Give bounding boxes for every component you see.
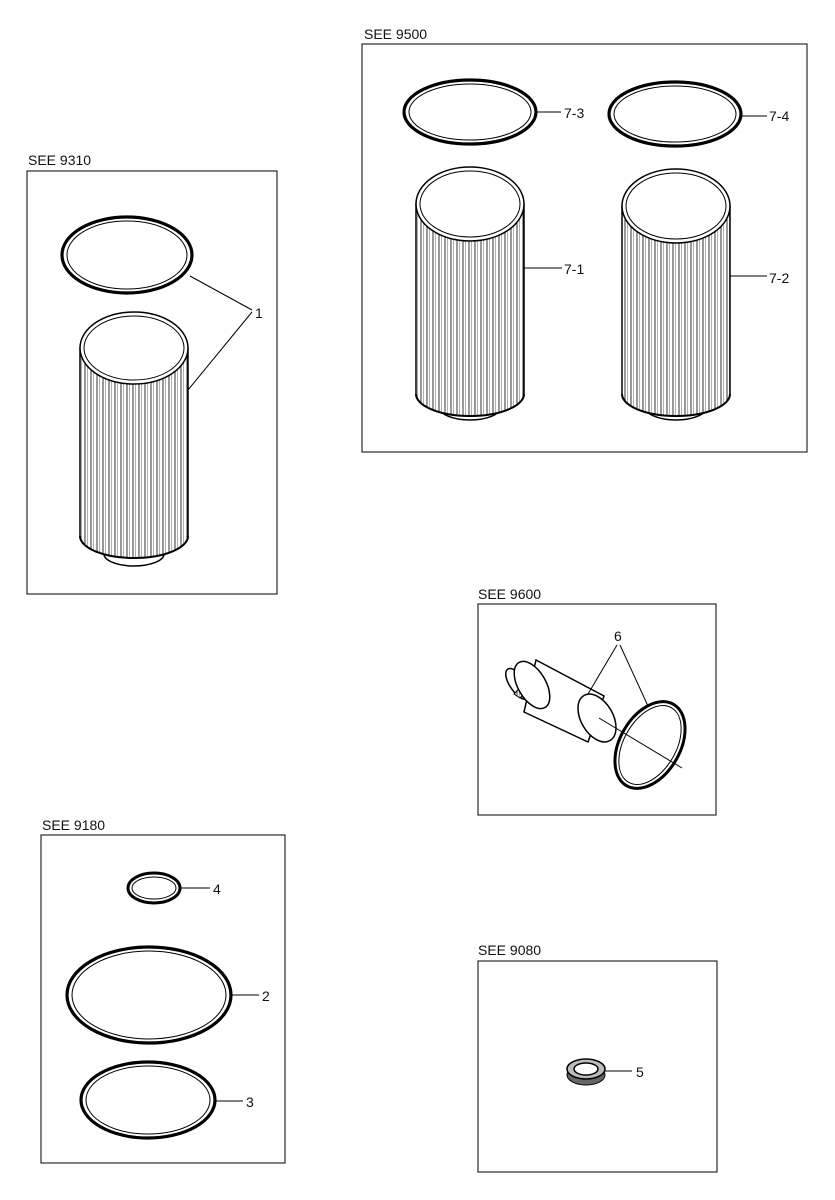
o-ring-7-3 (402, 78, 538, 146)
panel-title-9600: SEE 9600 (478, 586, 542, 602)
panel-box-9500 (361, 43, 808, 453)
callout-5: 5 (636, 1064, 644, 1080)
panel-box-9180 (40, 834, 286, 1164)
callout-2: 2 (262, 988, 270, 1004)
panel-title-9180: SEE 9180 (42, 817, 106, 833)
panel-box-9600 (477, 603, 717, 816)
filter-cartridge-7-1 (415, 166, 525, 421)
callout-7-3: 7-3 (564, 105, 585, 121)
o-ring-6 (613, 700, 687, 790)
filter-cartridge-1 (79, 311, 189, 567)
o-ring-1 (60, 215, 194, 295)
callout-3: 3 (246, 1094, 254, 1110)
callout-7-1: 7-1 (564, 261, 585, 277)
o-ring-3 (79, 1060, 217, 1140)
panel-box-9080 (477, 960, 718, 1173)
callout-7-2: 7-2 (769, 270, 790, 286)
o-ring-2 (65, 945, 233, 1045)
panel-title-9080: SEE 9080 (478, 942, 542, 958)
seal-ring-5 (566, 1058, 606, 1086)
callout-7-4: 7-4 (769, 108, 790, 124)
panel-title-9500: SEE 9500 (364, 26, 428, 42)
callout-6: 6 (614, 628, 622, 644)
o-ring-7-4 (607, 80, 743, 148)
o-ring-4 (126, 871, 182, 905)
callout-4: 4 (213, 881, 221, 897)
panel-title-9310: SEE 9310 (28, 152, 92, 168)
panel-box-9310 (26, 170, 278, 595)
filter-cartridge-6 (505, 658, 617, 744)
filter-cartridge-7-2 (621, 168, 731, 421)
callout-1: 1 (255, 305, 263, 321)
